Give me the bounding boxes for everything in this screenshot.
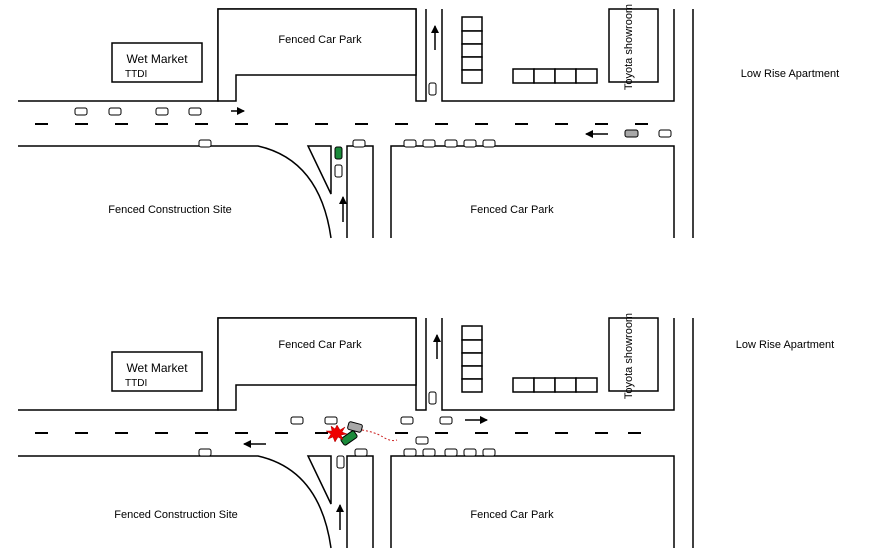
parking-bays-horizontal xyxy=(512,68,598,84)
parked-cars-north xyxy=(290,416,453,425)
construction-label: Fenced Construction Site xyxy=(108,204,232,216)
car-park-north-outline xyxy=(217,8,417,102)
car-side-road xyxy=(428,391,437,405)
car-queue xyxy=(336,455,345,469)
car-park-south-label: Fenced Car Park xyxy=(470,204,554,216)
wet-market-sub-label: TTDI xyxy=(125,378,147,389)
apartment-label: Low Rise Apartment xyxy=(736,339,834,351)
wet-market-sub-label: TTDI xyxy=(125,69,147,80)
grey-car xyxy=(624,129,639,138)
parking-bays-vertical xyxy=(461,325,483,393)
apartment-label: Low Rise Apartment xyxy=(741,68,839,80)
parked-cars-south xyxy=(198,129,672,148)
skid-marks xyxy=(361,429,398,442)
car-queue xyxy=(334,164,343,178)
showroom-label: Toyota showroom xyxy=(623,4,635,90)
wet-market-box xyxy=(111,351,203,392)
parking-bays-horizontal xyxy=(512,377,598,393)
collision-burst-icon xyxy=(325,424,348,443)
car-westbound xyxy=(415,436,429,445)
wet-market-box xyxy=(111,42,203,83)
green-car xyxy=(334,146,343,160)
car-park-south-label: Fenced Car Park xyxy=(470,509,554,521)
panel-before: Wet Market TTDI Fenced Car Park Toyota s… xyxy=(18,4,839,239)
wet-market-label: Wet Market xyxy=(126,361,188,375)
car-side-road xyxy=(428,82,437,96)
grey-car xyxy=(347,421,363,433)
panel-after: Wet Market TTDI Fenced Car Park Toyota s… xyxy=(18,313,834,549)
parked-cars-west xyxy=(74,107,202,116)
construction-label: Fenced Construction Site xyxy=(114,509,238,521)
traffic-island xyxy=(306,145,332,195)
car-park-north-label: Fenced Car Park xyxy=(278,34,362,46)
car-park-north-label: Fenced Car Park xyxy=(278,339,362,351)
showroom-box xyxy=(608,317,659,392)
showroom-box xyxy=(608,8,659,83)
green-car xyxy=(340,430,358,446)
showroom-label: Toyota showroom xyxy=(623,313,635,399)
traffic-island xyxy=(306,455,332,505)
parking-bays-vertical xyxy=(461,16,483,84)
parked-cars-south xyxy=(198,448,496,457)
car-park-north-outline xyxy=(217,317,417,411)
wet-market-label: Wet Market xyxy=(126,52,188,66)
